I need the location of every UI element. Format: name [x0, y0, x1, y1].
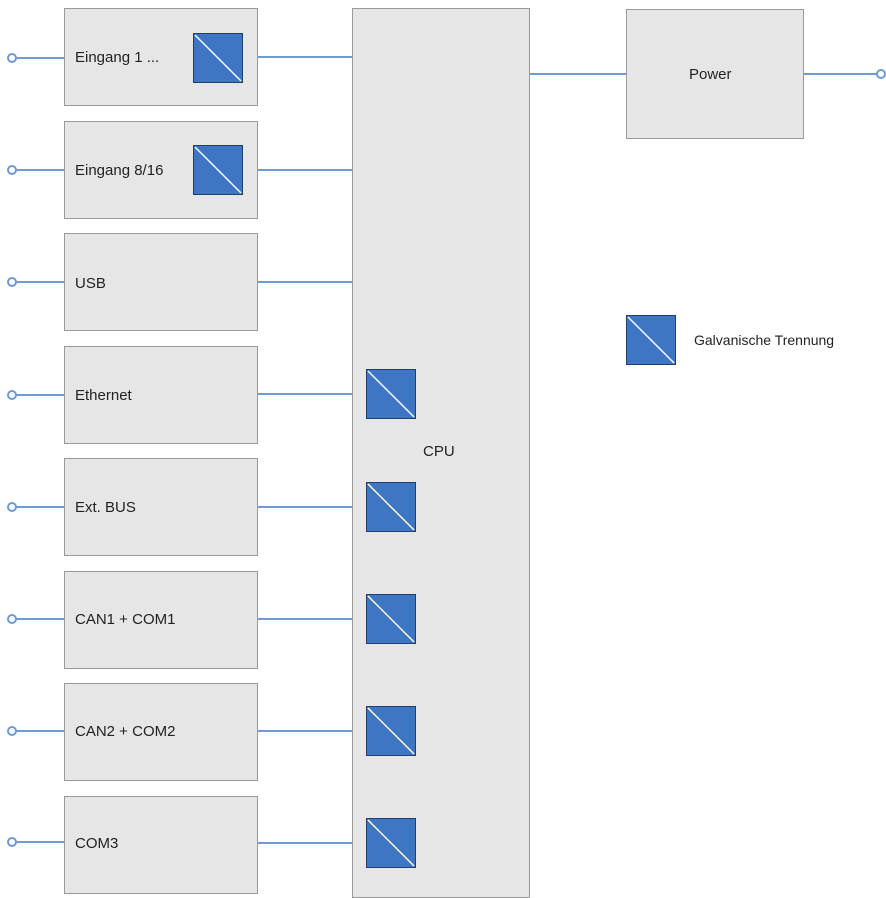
- module-label: USB: [75, 275, 106, 292]
- input-terminal-6: [7, 614, 17, 624]
- galvanic-isolation-icon: [193, 145, 243, 195]
- module-label: Eingang 8/16: [75, 162, 164, 179]
- input-terminal-5: [7, 502, 17, 512]
- module-label: CAN2 + COM2: [75, 723, 176, 740]
- module-label: Ext. BUS: [75, 499, 136, 516]
- cpu-label: CPU: [423, 443, 455, 460]
- galvanic-isolation-icon: [366, 594, 416, 644]
- power-box: Power: [626, 9, 804, 139]
- input-terminal-4: [7, 390, 17, 400]
- galvanic-isolation-icon: [366, 369, 416, 419]
- legend-label: Galvanische Trennung: [694, 332, 835, 348]
- galvanic-isolation-icon: [366, 818, 416, 868]
- input-terminal-1: [7, 53, 17, 63]
- galvanic-isolation-icon: [366, 706, 416, 756]
- module-box-can2-com2: CAN2 + COM2: [64, 683, 258, 781]
- input-terminal-7: [7, 726, 17, 736]
- module-box-ethernet: Ethernet: [64, 346, 258, 444]
- module-box-can1-com1: CAN1 + COM1: [64, 571, 258, 669]
- module-box-usb: USB: [64, 233, 258, 331]
- module-label: COM3: [75, 835, 119, 852]
- galvanic-isolation-icon: [626, 315, 676, 365]
- input-terminal-8: [7, 837, 17, 847]
- power-label: Power: [689, 66, 732, 83]
- module-box-ext-bus: Ext. BUS: [64, 458, 258, 556]
- module-label: CAN1 + COM1: [75, 611, 176, 628]
- power-output-terminal: [876, 69, 886, 79]
- input-terminal-2: [7, 165, 17, 175]
- input-terminal-3: [7, 277, 17, 287]
- cpu-box: CPU: [352, 8, 530, 898]
- galvanic-isolation-icon: [366, 482, 416, 532]
- module-label: Ethernet: [75, 387, 132, 404]
- module-label: Eingang 1 ...: [75, 49, 160, 66]
- module-box-com3: COM3: [64, 796, 258, 894]
- galvanic-isolation-icon: [193, 33, 243, 83]
